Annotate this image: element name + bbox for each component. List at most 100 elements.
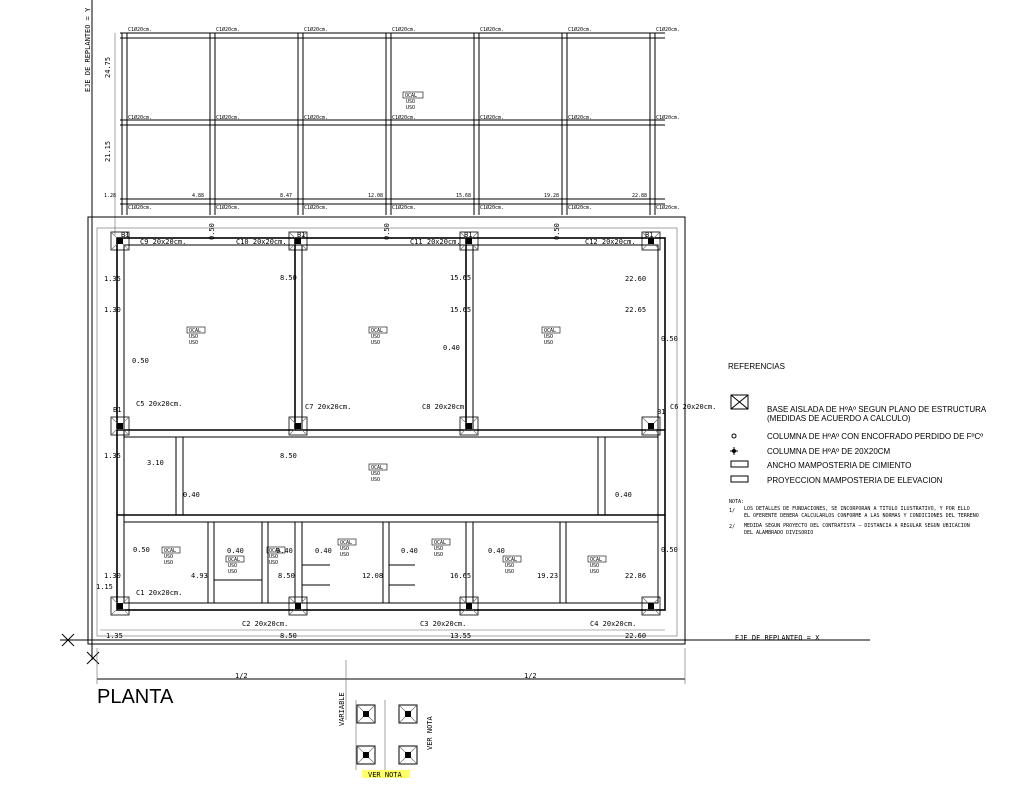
- svg-text:4.93: 4.93: [191, 572, 208, 580]
- svg-text:OCAL: OCAL: [189, 328, 201, 334]
- svg-text:0.40: 0.40: [615, 491, 632, 499]
- footing-marker: [110, 231, 130, 251]
- grid-column-label: C1Ø20cm.: [480, 204, 504, 211]
- svg-text:3.10: 3.10: [147, 459, 164, 467]
- footing-marker: [110, 596, 130, 616]
- svg-text:1.35: 1.35: [104, 275, 121, 283]
- svg-text:0.50: 0.50: [208, 223, 216, 240]
- grid-x-dim: 4.88: [192, 193, 204, 199]
- variable-label: VARIABLE: [338, 692, 346, 726]
- svg-text:19.23: 19.23: [537, 572, 558, 580]
- half-dim-right: 1/2: [524, 672, 537, 680]
- grid-column-label: C1Ø20cm.: [128, 26, 152, 33]
- plan-title: PLANTA: [97, 686, 174, 708]
- svg-text:USO: USO: [164, 560, 173, 566]
- y-axis: EJE DE REPLANTEO = Y: [84, 0, 93, 660]
- svg-text:USO: USO: [189, 334, 198, 340]
- svg-text:USO: USO: [340, 546, 349, 552]
- footing-marker: [288, 596, 308, 616]
- grid-column-label: C1Ø20cm.: [128, 114, 152, 121]
- svg-text:8.50: 8.50: [280, 632, 297, 640]
- column-label-c2: C2 20x20cm.: [242, 620, 288, 628]
- svg-text:OCAL: OCAL: [371, 465, 383, 471]
- column-label-c10: C10 20x20cm.: [236, 238, 287, 246]
- svg-text:OCAL: OCAL: [371, 328, 383, 334]
- svg-text:0.40: 0.40: [401, 547, 418, 555]
- footing-symbol-icon: [730, 394, 749, 410]
- footing-marker: [641, 416, 661, 436]
- svg-text:USO: USO: [228, 569, 237, 575]
- grid-x-dim: 12.08: [368, 193, 383, 199]
- footing-marker: [459, 416, 479, 436]
- y-axis-label: EJE DE REPLANTEO = Y: [84, 7, 92, 92]
- svg-text:0.40: 0.40: [183, 491, 200, 499]
- svg-text:COLUMNA DE HºAº DE 20X20CM: COLUMNA DE HºAº DE 20X20CM: [767, 447, 891, 456]
- footing-marker: [288, 416, 308, 436]
- svg-text:15.65: 15.65: [450, 306, 471, 314]
- svg-text:USO: USO: [406, 99, 415, 105]
- svg-text:USO: USO: [590, 569, 599, 575]
- column-circle-icon: [731, 433, 737, 439]
- svg-text:USO: USO: [228, 563, 237, 569]
- svg-text:USO: USO: [505, 569, 514, 575]
- svg-text:22.65: 22.65: [625, 306, 646, 314]
- svg-text:1.35: 1.35: [104, 452, 121, 460]
- column-label-c1: C1 20x20cm.: [136, 589, 182, 597]
- svg-text:USO: USO: [164, 554, 173, 560]
- footing-marker: [459, 231, 479, 251]
- elevation-wall-icon: [730, 475, 749, 483]
- svg-text:OCAL: OCAL: [269, 548, 281, 554]
- footing-detail: VARIABLE VER NOTA VER NOTA: [338, 692, 434, 779]
- svg-text:0.40: 0.40: [227, 547, 244, 555]
- svg-text:8.50: 8.50: [280, 452, 297, 460]
- grid-x-dim: 1.28: [104, 193, 116, 199]
- svg-text:0.50: 0.50: [661, 546, 678, 554]
- footing-detail-symbol: [398, 745, 418, 765]
- svg-text:OCAL: OCAL: [505, 557, 517, 563]
- footing-detail-symbol: [398, 704, 418, 724]
- svg-text:USO: USO: [544, 340, 553, 346]
- grid-x-dim: 22.88: [632, 193, 647, 199]
- svg-text:0.50: 0.50: [661, 335, 678, 343]
- grid-column-label: C1Ø20cm.: [480, 114, 504, 121]
- dimension-labels: 0.50 0.50 0.50 1.35 1.30 0.50 8.50 15.65…: [96, 223, 678, 591]
- room-labels: OCALUSOUSOOCALUSOUSOOCALUSOUSOOCALUSOUSO…: [161, 326, 607, 575]
- svg-text:8.50: 8.50: [280, 274, 297, 282]
- svg-text:B1: B1: [113, 406, 121, 414]
- column-cross-icon: [730, 447, 738, 455]
- grid-column-label: C1Ø20cm.: [216, 114, 240, 121]
- svg-text:1.30: 1.30: [104, 306, 121, 314]
- svg-text:B1: B1: [464, 231, 472, 239]
- footing-marker: [641, 596, 661, 616]
- svg-text:B1: B1: [297, 231, 305, 239]
- footing-marker: [110, 416, 130, 436]
- svg-text:OCAL: OCAL: [164, 548, 176, 554]
- grid-column-label: C1Ø20cm.: [304, 26, 328, 33]
- grid-column-label: C1Ø20cm.: [656, 204, 680, 211]
- svg-text:0.40: 0.40: [315, 547, 332, 555]
- column-label-c5: C5 20x20cm.: [136, 400, 182, 408]
- svg-text:DEL ALAMBRADO DIVISORIO: DEL ALAMBRADO DIVISORIO: [744, 530, 813, 536]
- svg-text:1.15: 1.15: [96, 583, 113, 591]
- grid-column-label: C1Ø20cm.: [656, 114, 680, 121]
- x-axis: EJE DE REPLANTEO = X: [60, 633, 870, 665]
- svg-text:USO: USO: [434, 552, 443, 558]
- svg-text:0.40: 0.40: [443, 344, 460, 352]
- grid-column-label: C1Ø20cm.: [392, 204, 416, 211]
- footing-marker: [641, 231, 661, 251]
- svg-text:0.50: 0.50: [133, 546, 150, 554]
- grid-column-label: C1Ø20cm.: [128, 204, 152, 211]
- grid-column-label: C1Ø20cm.: [568, 114, 592, 121]
- svg-text:2/: 2/: [729, 524, 735, 530]
- note-label: VER NOTA: [368, 771, 403, 779]
- svg-text:COLUMNA DE HºAº CON ENCOFRADO: COLUMNA DE HºAº CON ENCOFRADO PERDIDO DE…: [767, 432, 983, 441]
- svg-text:ANCHO MAMPOSTERIA DE CIMIENTO: ANCHO MAMPOSTERIA DE CIMIENTO: [767, 461, 911, 470]
- footing-detail-symbol: [356, 745, 376, 765]
